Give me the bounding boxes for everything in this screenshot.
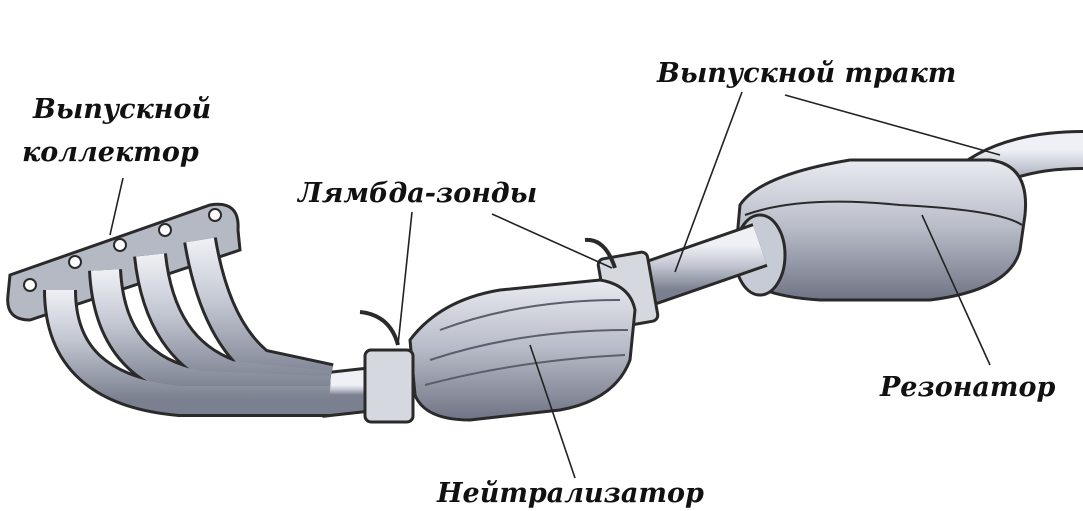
- label-lambda-sensors: Лямбда-зонды: [298, 178, 538, 209]
- resonator: [733, 158, 1028, 302]
- label-resonator: Резонатор: [880, 372, 1056, 403]
- front-pipe: [317, 348, 415, 424]
- catalytic-converter: [408, 278, 637, 422]
- label-manifold-line1: Выпускной: [33, 94, 212, 125]
- label-manifold-line2: коллектор: [22, 137, 199, 168]
- label-catalytic-converter: Нейтрализатор: [437, 478, 704, 509]
- leader-lines: [109, 91, 1001, 479]
- label-exhaust-tract: Выпускной тракт: [657, 58, 957, 89]
- lambda-sensors: [359, 237, 617, 346]
- exhaust-manifold: [6, 202, 334, 417]
